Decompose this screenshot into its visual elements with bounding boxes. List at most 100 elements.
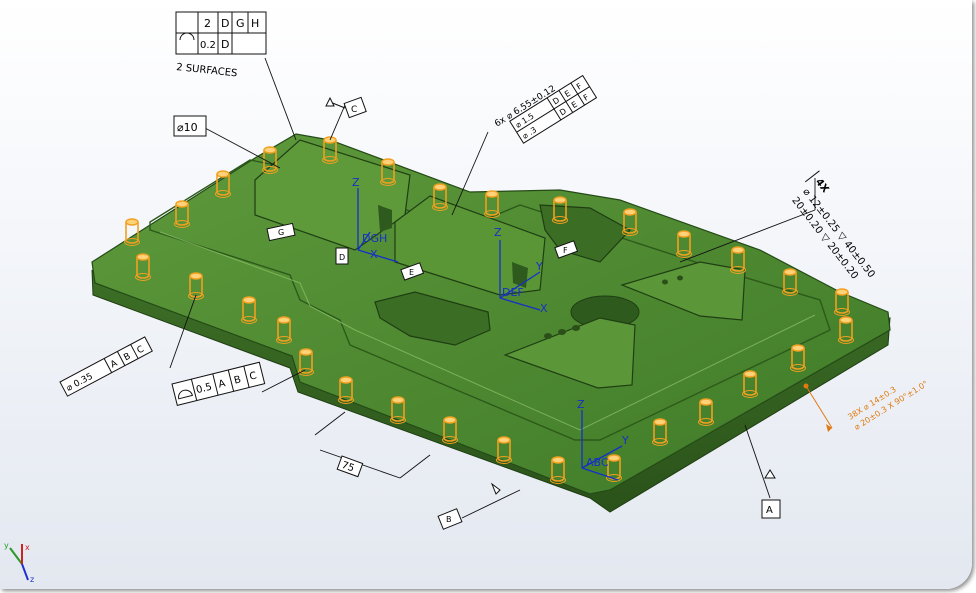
locating-pins[interactable] — [124, 136, 854, 484]
axis-abc-label: ABC — [586, 456, 609, 469]
locating-pin[interactable] — [782, 268, 798, 296]
locating-pin[interactable] — [432, 183, 448, 211]
locating-pin[interactable] — [124, 218, 140, 246]
fcf-cell: 0.2 — [200, 40, 216, 51]
rib-center — [394, 195, 546, 296]
fcf-cell: H — [251, 17, 259, 30]
locating-pin[interactable] — [174, 200, 190, 228]
slot-callout[interactable]: 4X ⌀ 12±0.25 ▽ 40±0.50 20±0.20 ▽ 20±0.20 — [786, 170, 891, 289]
axis-def-label: DEF — [502, 286, 524, 299]
fcf-cell: D — [221, 38, 229, 51]
datum-b-flag[interactable]: B — [437, 482, 501, 530]
locating-pin[interactable] — [676, 230, 692, 258]
fcf-cell: C — [248, 370, 257, 382]
dimension-75[interactable]: 75 — [336, 455, 364, 478]
datum-c-flag[interactable]: C — [325, 96, 367, 119]
locating-pin[interactable] — [380, 158, 396, 186]
wedge-holes — [544, 275, 683, 339]
locating-pin[interactable] — [552, 196, 568, 224]
datum-e-label: E — [409, 268, 414, 277]
locating-pin[interactable] — [834, 288, 850, 316]
leader-lines — [169, 57, 816, 519]
profile-surface-icon — [179, 32, 195, 41]
dia10-note[interactable]: ⌀10 — [173, 115, 207, 137]
axis-x2-label: X — [540, 302, 548, 315]
fcf-cell: E — [563, 89, 572, 99]
fcf-cell: A — [217, 378, 226, 390]
locating-pin[interactable] — [484, 190, 500, 218]
inner-ledge-shadow — [159, 231, 816, 431]
datum-b-label: B — [446, 515, 452, 524]
locating-pin[interactable] — [622, 208, 638, 236]
fcf-cell: B — [233, 374, 242, 386]
datum-a-flag[interactable]: A — [761, 469, 781, 519]
locating-pin[interactable] — [442, 416, 458, 444]
locating-pin[interactable] — [730, 246, 746, 274]
fcf-cell: D — [558, 107, 568, 118]
axis-labels: Z DGH X Z DEF X Y Z ABC Y — [352, 176, 629, 469]
locating-pin[interactable] — [262, 146, 278, 174]
axis-y3-label: Y — [621, 434, 629, 447]
wedge-back — [620, 261, 746, 321]
datum-tags[interactable]: G D E F — [266, 222, 579, 281]
axis-y2-label: Y — [535, 260, 543, 273]
locating-pin[interactable] — [338, 376, 354, 404]
locating-pin[interactable] — [698, 398, 714, 426]
locating-pin[interactable] — [742, 370, 758, 398]
coordinate-system-def[interactable] — [499, 240, 541, 311]
profile-tolerance-frame[interactable]: 2 D G H 0.2 D 2 SURFACES — [175, 11, 267, 79]
locating-pin[interactable] — [276, 316, 292, 344]
wedge-front — [503, 317, 636, 389]
locating-pin[interactable] — [215, 170, 231, 198]
axis-z3-label: Z — [577, 398, 585, 411]
rib-slot-2 — [512, 262, 528, 288]
datum-d-label: D — [339, 253, 345, 262]
locating-pin[interactable] — [298, 348, 314, 376]
fcf-cell: A — [109, 358, 120, 370]
surface-profile-frame[interactable]: 0.5 A B C — [171, 361, 266, 406]
locating-pin[interactable] — [496, 436, 512, 464]
part-top-face — [91, 133, 891, 495]
hole-pattern-callout[interactable]: 6x ⌀ 6.55±0.12 ⌀ 1.5 D E F ⌀ .3 D E F — [493, 68, 598, 151]
datum-f-label: F — [563, 246, 568, 255]
locating-pin[interactable] — [135, 253, 151, 281]
coordinate-system-dgh[interactable] — [357, 188, 399, 263]
datum-g-label: G — [278, 228, 284, 237]
pocket-center — [374, 291, 491, 346]
locating-pin[interactable] — [188, 272, 204, 300]
triad-x: x — [25, 543, 30, 552]
locating-pin[interactable] — [390, 396, 406, 424]
fcf-cell: C — [136, 344, 146, 356]
fcf-cell: F — [575, 81, 584, 91]
view-triad[interactable]: y x z — [4, 541, 34, 584]
fcf-cell: G — [236, 17, 245, 30]
locating-pin[interactable] — [241, 296, 257, 324]
datum-c-label: C — [351, 105, 357, 115]
dim-75-label: 75 — [340, 460, 356, 475]
axis-x-label: X — [370, 248, 378, 261]
axis-dgh-label: DGH — [362, 232, 387, 245]
triad-z: z — [30, 575, 34, 584]
coordinate-system-abc[interactable] — [581, 410, 623, 481]
rib-slot-1 — [378, 205, 392, 232]
fcf-cell: E — [570, 100, 579, 110]
fcf-cell: D — [221, 17, 229, 30]
axis-z-label: Z — [352, 176, 360, 189]
fcf-cell: B — [122, 352, 132, 364]
position-tolerance-frame[interactable]: ⌀ 0.35 A B C — [59, 336, 153, 397]
slot-line1: ⌀ 12±0.25 ▽ 40±0.50 — [800, 187, 876, 280]
locating-pin[interactable] — [652, 418, 668, 446]
locating-pin[interactable] — [550, 456, 566, 484]
locating-pin[interactable] — [322, 136, 338, 164]
surface-profile-icon — [178, 389, 193, 400]
dia10-label: ⌀10 — [177, 121, 198, 134]
locating-pin[interactable] — [790, 344, 806, 372]
axis-z2-label: Z — [494, 226, 502, 239]
fcf-cell: 2 — [204, 17, 211, 30]
datum-a-label: A — [766, 505, 773, 516]
fcf-cell: 0.5 — [195, 382, 213, 397]
slot-count: 4X — [813, 177, 831, 196]
locating-pin[interactable] — [838, 316, 854, 344]
